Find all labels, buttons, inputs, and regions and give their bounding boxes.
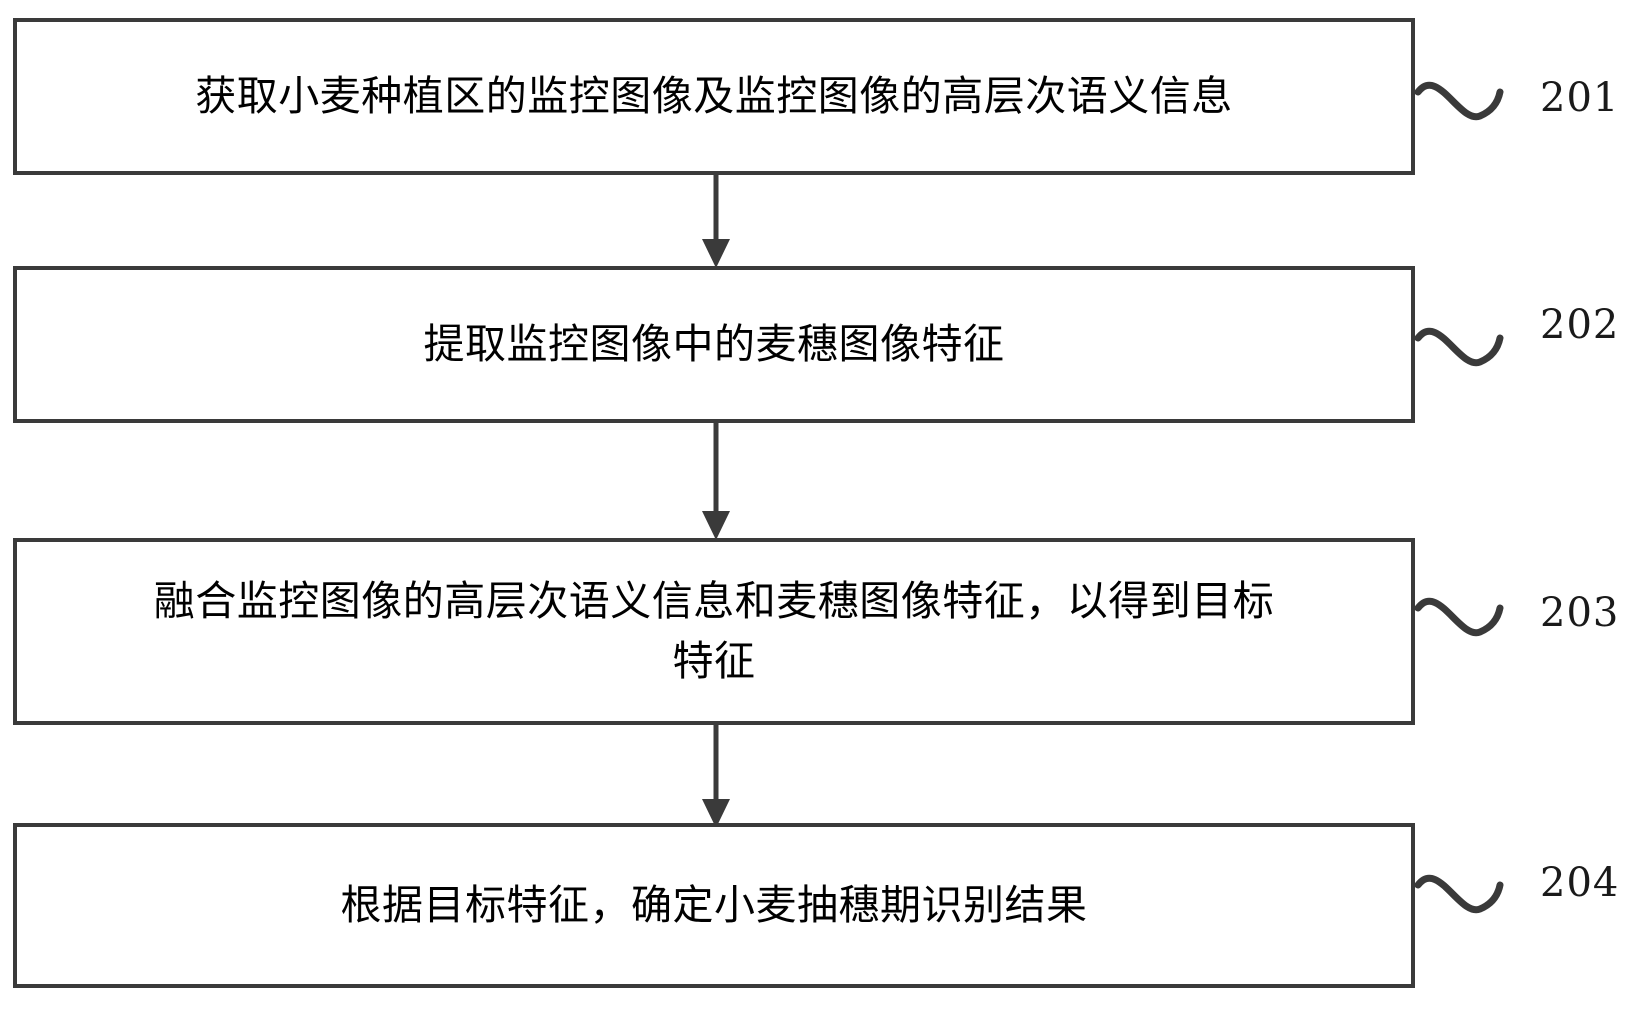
step-ref-202: 202 [1540,302,1620,348]
flow-box-204-text: 根据目标特征，确定小麦抽穗期识别结果 [340,880,1088,929]
flow-box-203-text: 融合监控图像的高层次语义信息和麦穗图像特征，以得到目标 特征 [153,577,1275,685]
step-ref-203: 203 [1540,590,1620,636]
leader-squiggle-201 [1414,81,1504,121]
flow-box-201: 获取小麦种植区的监控图像及监控图像的高层次语义信息 [13,18,1415,175]
leader-squiggle-202 [1414,327,1504,367]
flow-box-202: 提取监控图像中的麦穗图像特征 [13,266,1415,423]
leader-squiggle-204 [1414,874,1504,914]
step-ref-204: 204 [1540,860,1620,906]
connector-arrow-202-203 [702,421,730,540]
connector-arrow-203-204 [702,723,730,828]
step-ref-201: 201 [1540,75,1620,121]
flow-box-204: 根据目标特征，确定小麦抽穗期识别结果 [13,823,1415,988]
flow-box-203: 融合监控图像的高层次语义信息和麦穗图像特征，以得到目标 特征 [13,538,1415,725]
leader-squiggle-203 [1414,597,1504,637]
flow-box-202-text: 提取监控图像中的麦穗图像特征 [423,319,1005,368]
connector-arrow-201-202 [702,173,730,268]
flow-box-201-text: 获取小麦种植区的监控图像及监控图像的高层次语义信息 [195,71,1233,120]
